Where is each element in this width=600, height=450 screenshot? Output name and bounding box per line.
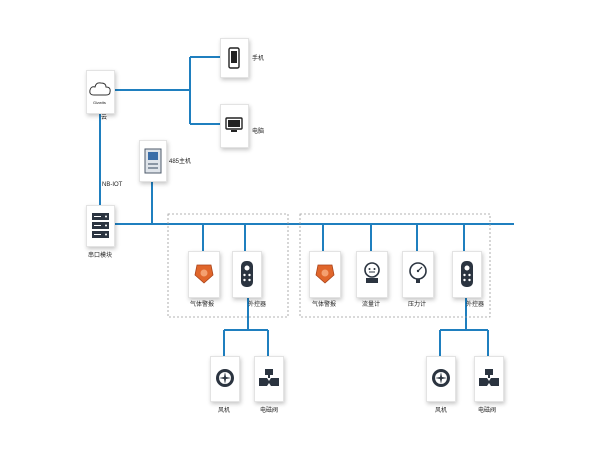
host485-label: 485主机 [169, 159, 192, 165]
phone-icon [228, 47, 240, 69]
fan-icon [432, 369, 450, 387]
solenoid-valve-icon [259, 369, 279, 386]
valve-box-2 [474, 356, 504, 402]
cloud-link-label: 云 [101, 115, 108, 121]
fan-box-1 [210, 356, 240, 402]
valve-label-2: 电磁阀 [478, 408, 497, 414]
fan-icon [216, 369, 234, 387]
hub-label: 串口模块 [88, 253, 113, 259]
cloud-label: Gizwits [93, 100, 106, 105]
host485-box [139, 140, 167, 182]
fan-box-2 [426, 356, 456, 402]
cloud-icon [89, 82, 111, 96]
phone-box [220, 38, 249, 78]
group-box-2 [299, 213, 491, 318]
fan-label-1: 风机 [218, 408, 231, 414]
pressure-gauge-icon [409, 262, 427, 283]
valve-box-1 [254, 356, 284, 402]
nb-iot-label: NB-IOT [102, 182, 123, 188]
pc-box [220, 104, 249, 148]
solenoid-valve-icon [479, 369, 499, 386]
cabinet-icon [144, 148, 162, 174]
flowmeter-icon [364, 262, 380, 283]
cloud-box: Gizwits [86, 70, 115, 114]
pressure-label: 压力计 [408, 302, 427, 308]
gas-alarm-box-1 [188, 251, 220, 298]
controller-box-2 [452, 251, 482, 298]
remote-control-icon [461, 261, 473, 287]
flowmeter-label: 流量计 [362, 302, 381, 308]
gas-alarm-label-2: 气体警报 [312, 302, 337, 308]
remote-control-icon [241, 261, 253, 287]
hub-box [86, 205, 115, 247]
controller-box-1 [232, 251, 262, 298]
pressure-box [402, 251, 434, 298]
group-box-1 [167, 213, 289, 318]
pc-label: 电脑 [252, 129, 265, 135]
controller-label-2: 外控器 [466, 302, 485, 308]
flowmeter-box [356, 251, 388, 298]
gas-alarm-icon [194, 264, 214, 284]
valve-label-1: 电磁阀 [260, 408, 279, 414]
monitor-icon [225, 117, 243, 132]
gas-alarm-label-1: 气体警报 [190, 302, 215, 308]
server-icon [92, 213, 109, 238]
controller-label-1: 外控器 [248, 302, 267, 308]
gas-alarm-box-2 [309, 251, 341, 298]
gas-alarm-icon [315, 264, 335, 284]
fan-label-2: 风机 [435, 408, 448, 414]
phone-label: 手机 [252, 56, 265, 62]
